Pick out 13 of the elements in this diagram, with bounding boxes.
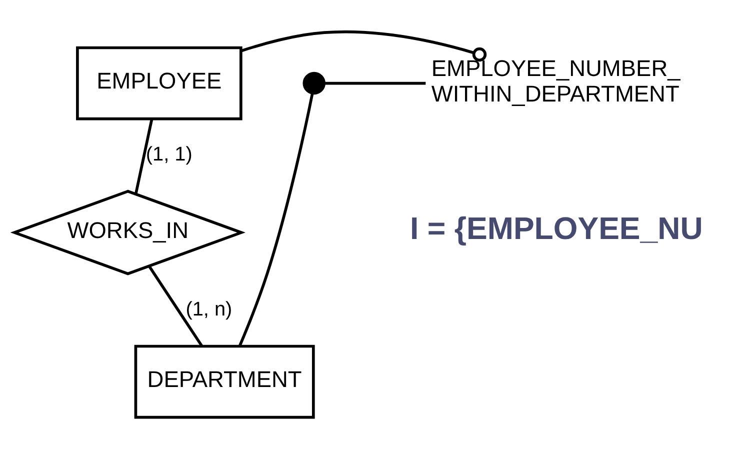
connector: [148, 265, 203, 347]
connector: [134, 118, 154, 194]
label: I = {EMPLOYEE_NU: [410, 211, 703, 246]
node-diamond: WORKS_IN: [10, 190, 246, 276]
edge-label: (1, n): [186, 298, 232, 320]
node-text: EMPLOYEE_NUMBER_ WITHIN_DEPARTMENT: [431, 54, 680, 106]
connector: [238, 92, 314, 347]
node-box: DEPARTMENT: [134, 344, 315, 419]
edge-label: (1, 1): [146, 143, 192, 166]
node-circle: [302, 72, 326, 95]
connector: [324, 82, 426, 85]
node-box: EMPLOYEE: [76, 46, 242, 120]
connector: [240, 30, 487, 62]
